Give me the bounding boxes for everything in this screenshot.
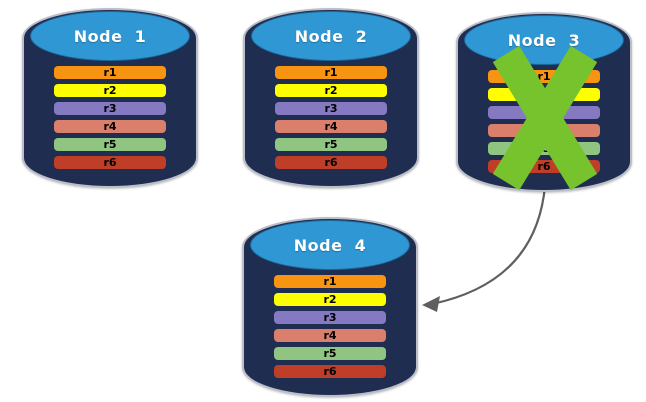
partition-bar-r1: r1: [274, 275, 386, 288]
partition-bar-r4: r4: [275, 120, 387, 133]
partition-bar-r5: r5: [274, 347, 386, 360]
node-3-cylinder-top: Node 3: [464, 15, 624, 65]
partition-label-r1: r1: [103, 66, 117, 79]
node-1: Node 1 r1 r2 r3 r4 r5 r6: [22, 8, 198, 188]
partition-bar-r3: r3: [275, 102, 387, 115]
partition-label-r4: r4: [324, 120, 338, 133]
partition-bar-r1: r1: [275, 66, 387, 79]
partition-label-r1: r1: [537, 70, 551, 83]
partition-label-r4: r4: [103, 120, 117, 133]
node-1-title: Node 1: [73, 26, 147, 46]
node-1-cylinder-top: Node 1: [30, 11, 190, 61]
partition-bar-r4: r4: [274, 329, 386, 342]
partition-bar-r5: r5: [54, 138, 166, 151]
partition-label-r6: r6: [323, 365, 337, 378]
partition-bar-r2: r2: [275, 84, 387, 97]
partition-label-r2: r2: [103, 84, 117, 97]
partition-label-r3: r3: [324, 102, 338, 115]
node-4-cylinder-top: Node 4: [250, 220, 410, 270]
partition-label-r5: r5: [323, 347, 337, 360]
partition-label-r2: r2: [323, 293, 337, 306]
partition-bar-r6: r6: [274, 365, 386, 378]
partition-bar-r3: r3: [54, 102, 166, 115]
node-2-partitions: r1 r2 r3 r4 r5 r6: [275, 66, 387, 174]
node-1-partitions: r1 r2 r3 r4 r5 r6: [54, 66, 166, 174]
partition-label-r2: r2: [324, 84, 338, 97]
partition-label-r3: r3: [323, 311, 337, 324]
node-2-title: Node 2: [294, 26, 368, 46]
partition-bar-r2: r2: [274, 293, 386, 306]
partition-label-r1: r1: [324, 66, 338, 79]
node-4-partitions: r1 r2 r3 r4 r5 r6: [274, 275, 386, 383]
partition-bar-r3: r3: [274, 311, 386, 324]
partition-bar-r1: r1: [54, 66, 166, 79]
node-2-cylinder-top: Node 2: [251, 11, 411, 61]
partition-bar-r6: r6: [54, 156, 166, 169]
partition-bar-r2: r2: [54, 84, 166, 97]
partition-label-r5: r5: [324, 138, 338, 151]
failover-arrowhead-icon: [422, 296, 440, 312]
partition-label-r6: r6: [324, 156, 338, 169]
node-3: Node 3 r1 r2 r3 r4 r5 r6: [456, 12, 632, 192]
partition-label-r6: r6: [103, 156, 117, 169]
node-4: Node 4 r1 r2 r3 r4 r5 r6: [242, 217, 418, 397]
partition-label-r4: r4: [323, 329, 337, 342]
partition-label-r6: r6: [537, 160, 551, 173]
node-4-title: Node 4: [293, 235, 367, 255]
partition-bar-r6: r6: [275, 156, 387, 169]
failover-arrow-curve: [431, 185, 547, 306]
partition-label-r5: r5: [103, 138, 117, 151]
partition-bar-r5: r5: [275, 138, 387, 151]
node-3-title: Node 3: [507, 30, 581, 50]
node-2: Node 2 r1 r2 r3 r4 r5 r6: [243, 8, 419, 188]
partition-label-r1: r1: [323, 275, 337, 288]
partition-bar-r4: r4: [54, 120, 166, 133]
failure-x-icon: [492, 45, 598, 191]
partition-label-r3: r3: [103, 102, 117, 115]
